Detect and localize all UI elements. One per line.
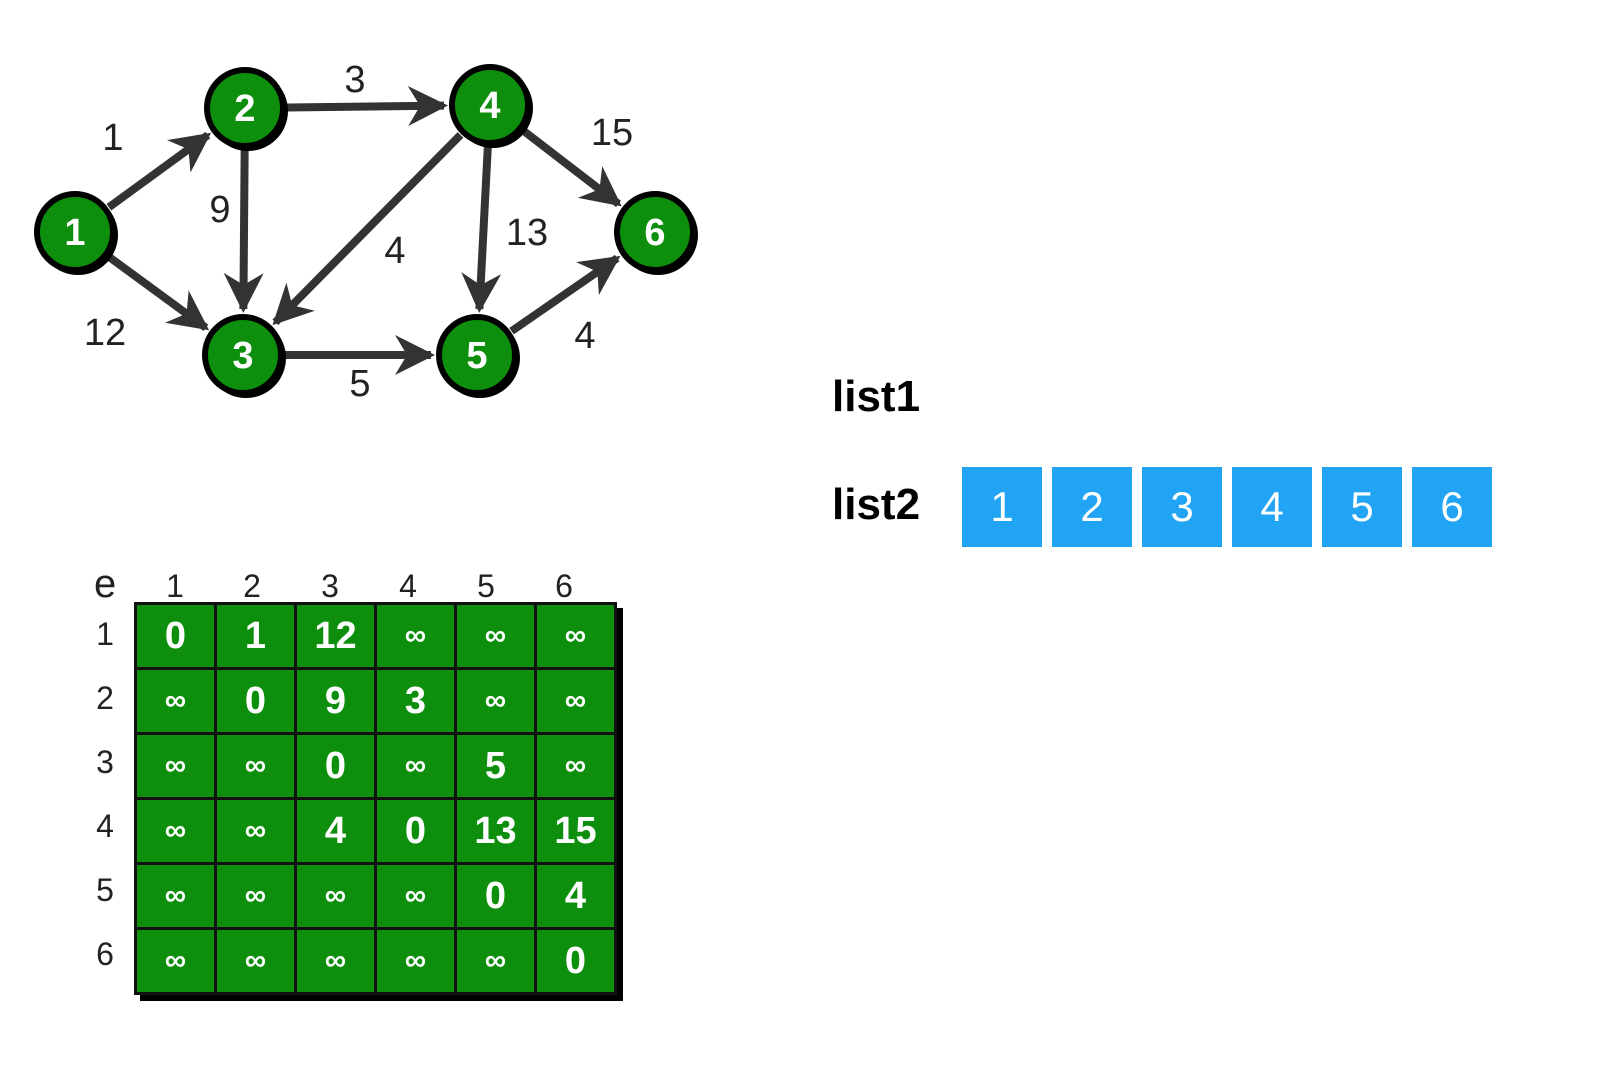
list1-label: list1 [832, 372, 921, 421]
edge-2-4 [286, 86, 449, 127]
matrix-col-header: 3 [321, 568, 339, 604]
matrix-col-header: 4 [399, 568, 417, 604]
matrix-row-header: 2 [96, 680, 114, 716]
matrix-row: ∞∞∞∞∞0 [134, 927, 617, 995]
edge-weight-2-4: 3 [344, 59, 365, 101]
edge-4-3 [272, 132, 464, 326]
matrix-cell: ∞ [294, 927, 377, 995]
matrix-col-header: 6 [555, 568, 573, 604]
graph-node-label-6: 6 [644, 212, 665, 254]
edge-4-5 [461, 146, 502, 314]
matrix-cell: ∞ [134, 797, 217, 865]
matrix-row-header: 3 [96, 744, 114, 780]
edge-2-3 [223, 149, 264, 314]
matrix-cell: 0 [214, 667, 297, 735]
matrix-cell: 3 [374, 667, 457, 735]
list2-cell: 2 [1052, 467, 1132, 547]
edge-weight-4-6: 15 [591, 112, 633, 154]
list2-cell: 4 [1232, 467, 1312, 547]
matrix-row: ∞∞0∞5∞ [134, 732, 617, 800]
edge-weight-1-2: 1 [102, 117, 123, 159]
matrix-cell: 13 [454, 797, 537, 865]
graph-node-1: 1 [34, 191, 118, 275]
matrix-cell: 12 [294, 602, 377, 670]
matrix-cell: 0 [134, 602, 217, 670]
matrix-cell: 9 [294, 667, 377, 735]
matrix-cell: ∞ [374, 927, 457, 995]
list2-cell: 1 [962, 467, 1042, 547]
matrix-row-header: 1 [96, 616, 114, 652]
matrix-row-header: 6 [96, 936, 114, 972]
edge-1-2 [106, 131, 212, 211]
graph-node-6: 6 [614, 191, 698, 275]
matrix-cell: ∞ [134, 927, 217, 995]
matrix-col-header: 2 [243, 568, 261, 604]
graph-node-label-4: 4 [479, 85, 500, 127]
matrix-cell: ∞ [134, 732, 217, 800]
graph-node-4: 4 [449, 64, 533, 148]
list2-cell: 3 [1142, 467, 1222, 547]
matrix-cell: ∞ [374, 732, 457, 800]
matrix-col-header: 5 [477, 568, 495, 604]
graph-node-label-2: 2 [234, 88, 255, 130]
matrix-cell: ∞ [454, 667, 537, 735]
matrix-cell: ∞ [214, 797, 297, 865]
matrix-cell: ∞ [214, 927, 297, 995]
edge-1-3 [106, 253, 210, 332]
edge-weight-2-3: 9 [209, 189, 230, 231]
matrix-cell: ∞ [134, 667, 217, 735]
matrix-row-header: 5 [96, 872, 114, 908]
matrix-cell: ∞ [454, 927, 537, 995]
edge-weight-5-6: 4 [574, 315, 595, 357]
matrix-cell: ∞ [374, 602, 457, 670]
matrix-cell: ∞ [534, 732, 617, 800]
edge-weight-4-5: 13 [506, 212, 548, 254]
matrix-cell: 15 [534, 797, 617, 865]
edge-weight-1-3: 12 [84, 312, 126, 354]
matrix-cell: 0 [454, 862, 537, 930]
matrix-cell: ∞ [374, 862, 457, 930]
matrix-cell: 4 [534, 862, 617, 930]
edge-5-6 [509, 254, 621, 335]
edge-4-6 [520, 127, 622, 208]
matrix-cell: ∞ [294, 862, 377, 930]
graph-node-3: 3 [202, 314, 286, 398]
graph-node-2: 2 [204, 67, 288, 151]
list2-cell: 5 [1322, 467, 1402, 547]
matrix-cell: ∞ [214, 732, 297, 800]
matrix-cell: ∞ [534, 667, 617, 735]
edge-weight-3-5: 5 [349, 363, 370, 405]
matrix-row-header: 4 [96, 808, 114, 844]
graph-node-label-3: 3 [232, 335, 253, 377]
edge-weight-4-3: 4 [384, 230, 405, 272]
list2-label: list2 [832, 480, 921, 529]
list2-cell: 6 [1412, 467, 1492, 547]
matrix-cell: ∞ [534, 602, 617, 670]
matrix-cell: 0 [534, 927, 617, 995]
matrix-cell: 4 [294, 797, 377, 865]
matrix-corner-label: e [94, 562, 117, 606]
graph-node-label-5: 5 [466, 335, 487, 377]
matrix-cell: ∞ [214, 862, 297, 930]
graph-node-5: 5 [436, 314, 520, 398]
matrix-cell: ∞ [134, 862, 217, 930]
matrix-cell: ∞ [454, 602, 537, 670]
matrix-cell: 1 [214, 602, 297, 670]
matrix-cell: 0 [294, 732, 377, 800]
matrix-cell: 0 [374, 797, 457, 865]
graph-node-label-1: 1 [64, 212, 85, 254]
matrix-cell: 5 [454, 732, 537, 800]
matrix-col-header: 1 [166, 568, 184, 604]
